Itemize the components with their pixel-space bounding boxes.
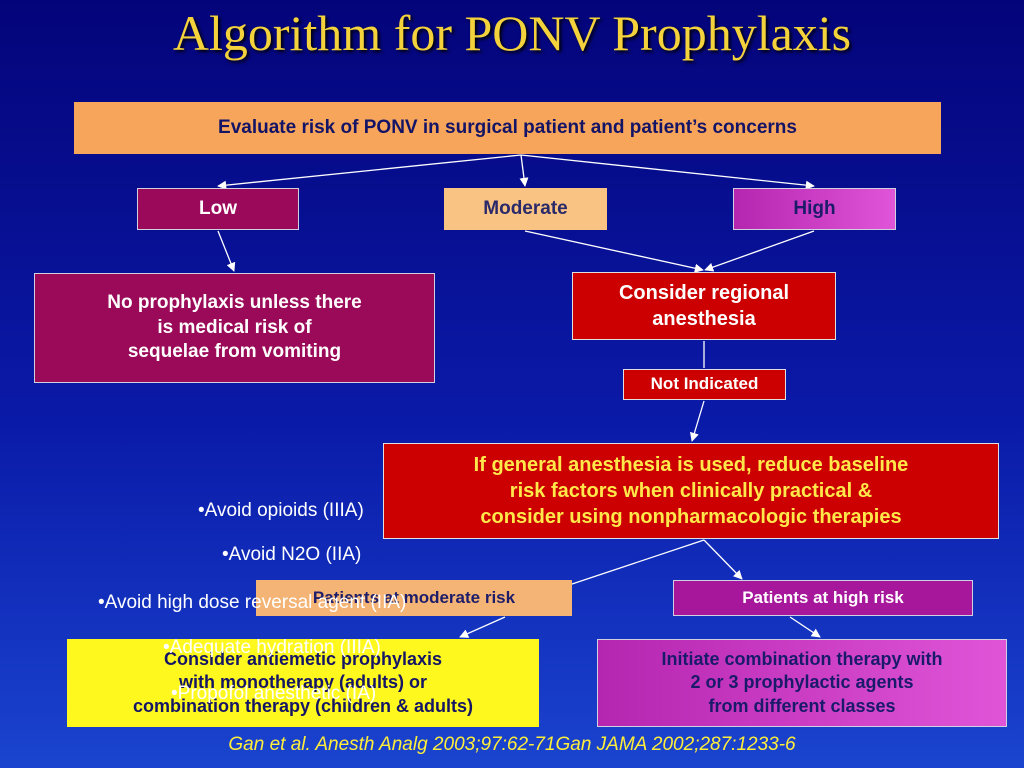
arrow-high-risk-to-combination — [789, 616, 821, 638]
general-anesthesia-box: If general anesthesia is used, reduce ba… — [383, 443, 999, 539]
arrow-high-to-regional — [704, 230, 815, 272]
bullet-avoid-opioids: •Avoid opioids (IIIA) — [198, 500, 364, 521]
arrow-not-indicated-to-general — [689, 400, 705, 442]
patients-high-risk-box: Patients at high risk — [673, 580, 973, 616]
citation: Gan et al. Anesth Analg 2003;97:62-71Gan… — [228, 734, 796, 755]
high-risk-box: High — [733, 188, 896, 230]
arrow-low-to-no-prophylaxis — [217, 230, 236, 272]
bullet-propofol-anesthetic: •Propofol anesthetic (IA) — [171, 683, 377, 704]
arrow-evaluate-to-high — [520, 154, 815, 190]
bullet-avoid-n2o: •Avoid N2O (IIA) — [222, 544, 362, 565]
patients-moderate-risk-box: Patients at moderate risk — [256, 580, 572, 616]
bullet-avoid-reversal-agent: •Avoid high dose reversal agent (IIA) — [98, 592, 407, 613]
evaluate-risk-box: Evaluate risk of PONV in surgical patien… — [74, 102, 941, 154]
arrow-evaluate-to-low — [217, 154, 522, 190]
bullet-adequate-hydration: •Adequate hydration (IIIA) — [163, 637, 381, 658]
arrow-general-to-high-risk — [703, 539, 743, 580]
moderate-risk-box: Moderate — [444, 188, 607, 230]
low-risk-box: Low — [137, 188, 299, 230]
slide-title: Algorithm for PONV Prophylaxis — [172, 5, 852, 61]
arrow-moderate-to-regional — [524, 230, 704, 273]
arrow-evaluate-to-moderate — [519, 154, 529, 187]
not-indicated-box: Not Indicated — [623, 369, 786, 400]
arrow-moderate-risk-to-antiemetic — [459, 616, 506, 638]
